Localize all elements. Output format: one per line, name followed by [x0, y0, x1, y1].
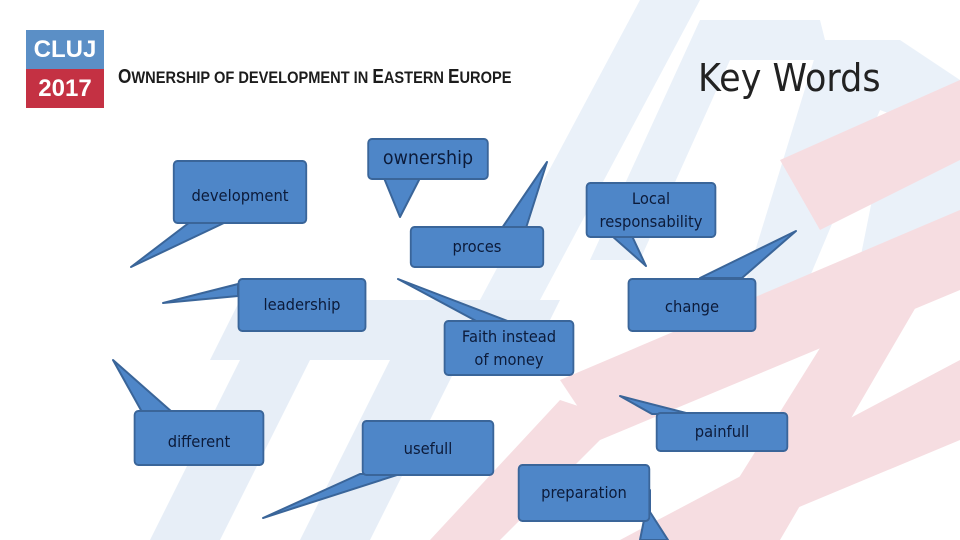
logo-line-1: CLUJ: [26, 30, 104, 69]
tail-change: [699, 230, 797, 279]
callout-proces: proces: [409, 226, 545, 268]
tail-faith: [397, 278, 511, 323]
cluj-2017-logo: CLUJ 2017: [26, 30, 104, 108]
callout-different-label: different: [167, 432, 231, 451]
callout-local-responsability: Local responsability: [585, 182, 717, 238]
callout-leadership: leadership: [237, 278, 367, 332]
callout-leadership-label: leadership: [263, 295, 341, 315]
tail-local-responsability: [611, 235, 647, 267]
subtitle-part: O: [118, 66, 132, 88]
tail-different: [112, 359, 173, 413]
callout-faith-instead-of-money-label: Faith instead of money: [461, 326, 557, 369]
tail-usefull: [262, 473, 401, 519]
subtitle-part: WNERSHIP OF DEVELOPMENT IN: [131, 68, 373, 87]
subtitle-part: UROPE: [459, 68, 512, 87]
callout-change-label: change: [664, 296, 720, 316]
callout-ownership-label: ownership: [382, 147, 474, 170]
callout-change: change: [627, 278, 757, 332]
callout-faith-instead-of-money: Faith instead of money: [443, 320, 575, 376]
header-subtitle: OWNERSHIP OF DEVELOPMENT IN EASTERN EURO…: [118, 66, 512, 89]
subtitle-part: ASTERN: [383, 68, 449, 87]
tail-leadership: [162, 283, 239, 304]
callout-local-responsability-label: Local responsability: [599, 188, 703, 231]
callout-painfull-label: painfull: [694, 422, 750, 442]
callout-preparation: preparation: [517, 464, 651, 522]
logo-line-2: 2017: [26, 69, 104, 108]
tail-ownership: [383, 177, 421, 218]
tail-development: [130, 221, 227, 268]
callout-development: development: [172, 160, 308, 224]
slide-title: Key Words: [698, 56, 881, 100]
callout-usefull-label: usefull: [403, 438, 453, 458]
callout-development-label: development: [191, 186, 289, 205]
callout-painfull: painfull: [655, 412, 789, 452]
callout-ownership: ownership: [367, 138, 489, 180]
tail-proces: [501, 161, 548, 229]
subtitle-part: E: [448, 66, 460, 88]
callout-proces-label: proces: [452, 236, 502, 256]
subtitle-part: E: [372, 66, 384, 88]
callout-preparation-label: preparation: [541, 483, 627, 503]
callout-different: different: [133, 410, 265, 466]
callout-usefull: usefull: [361, 420, 495, 476]
